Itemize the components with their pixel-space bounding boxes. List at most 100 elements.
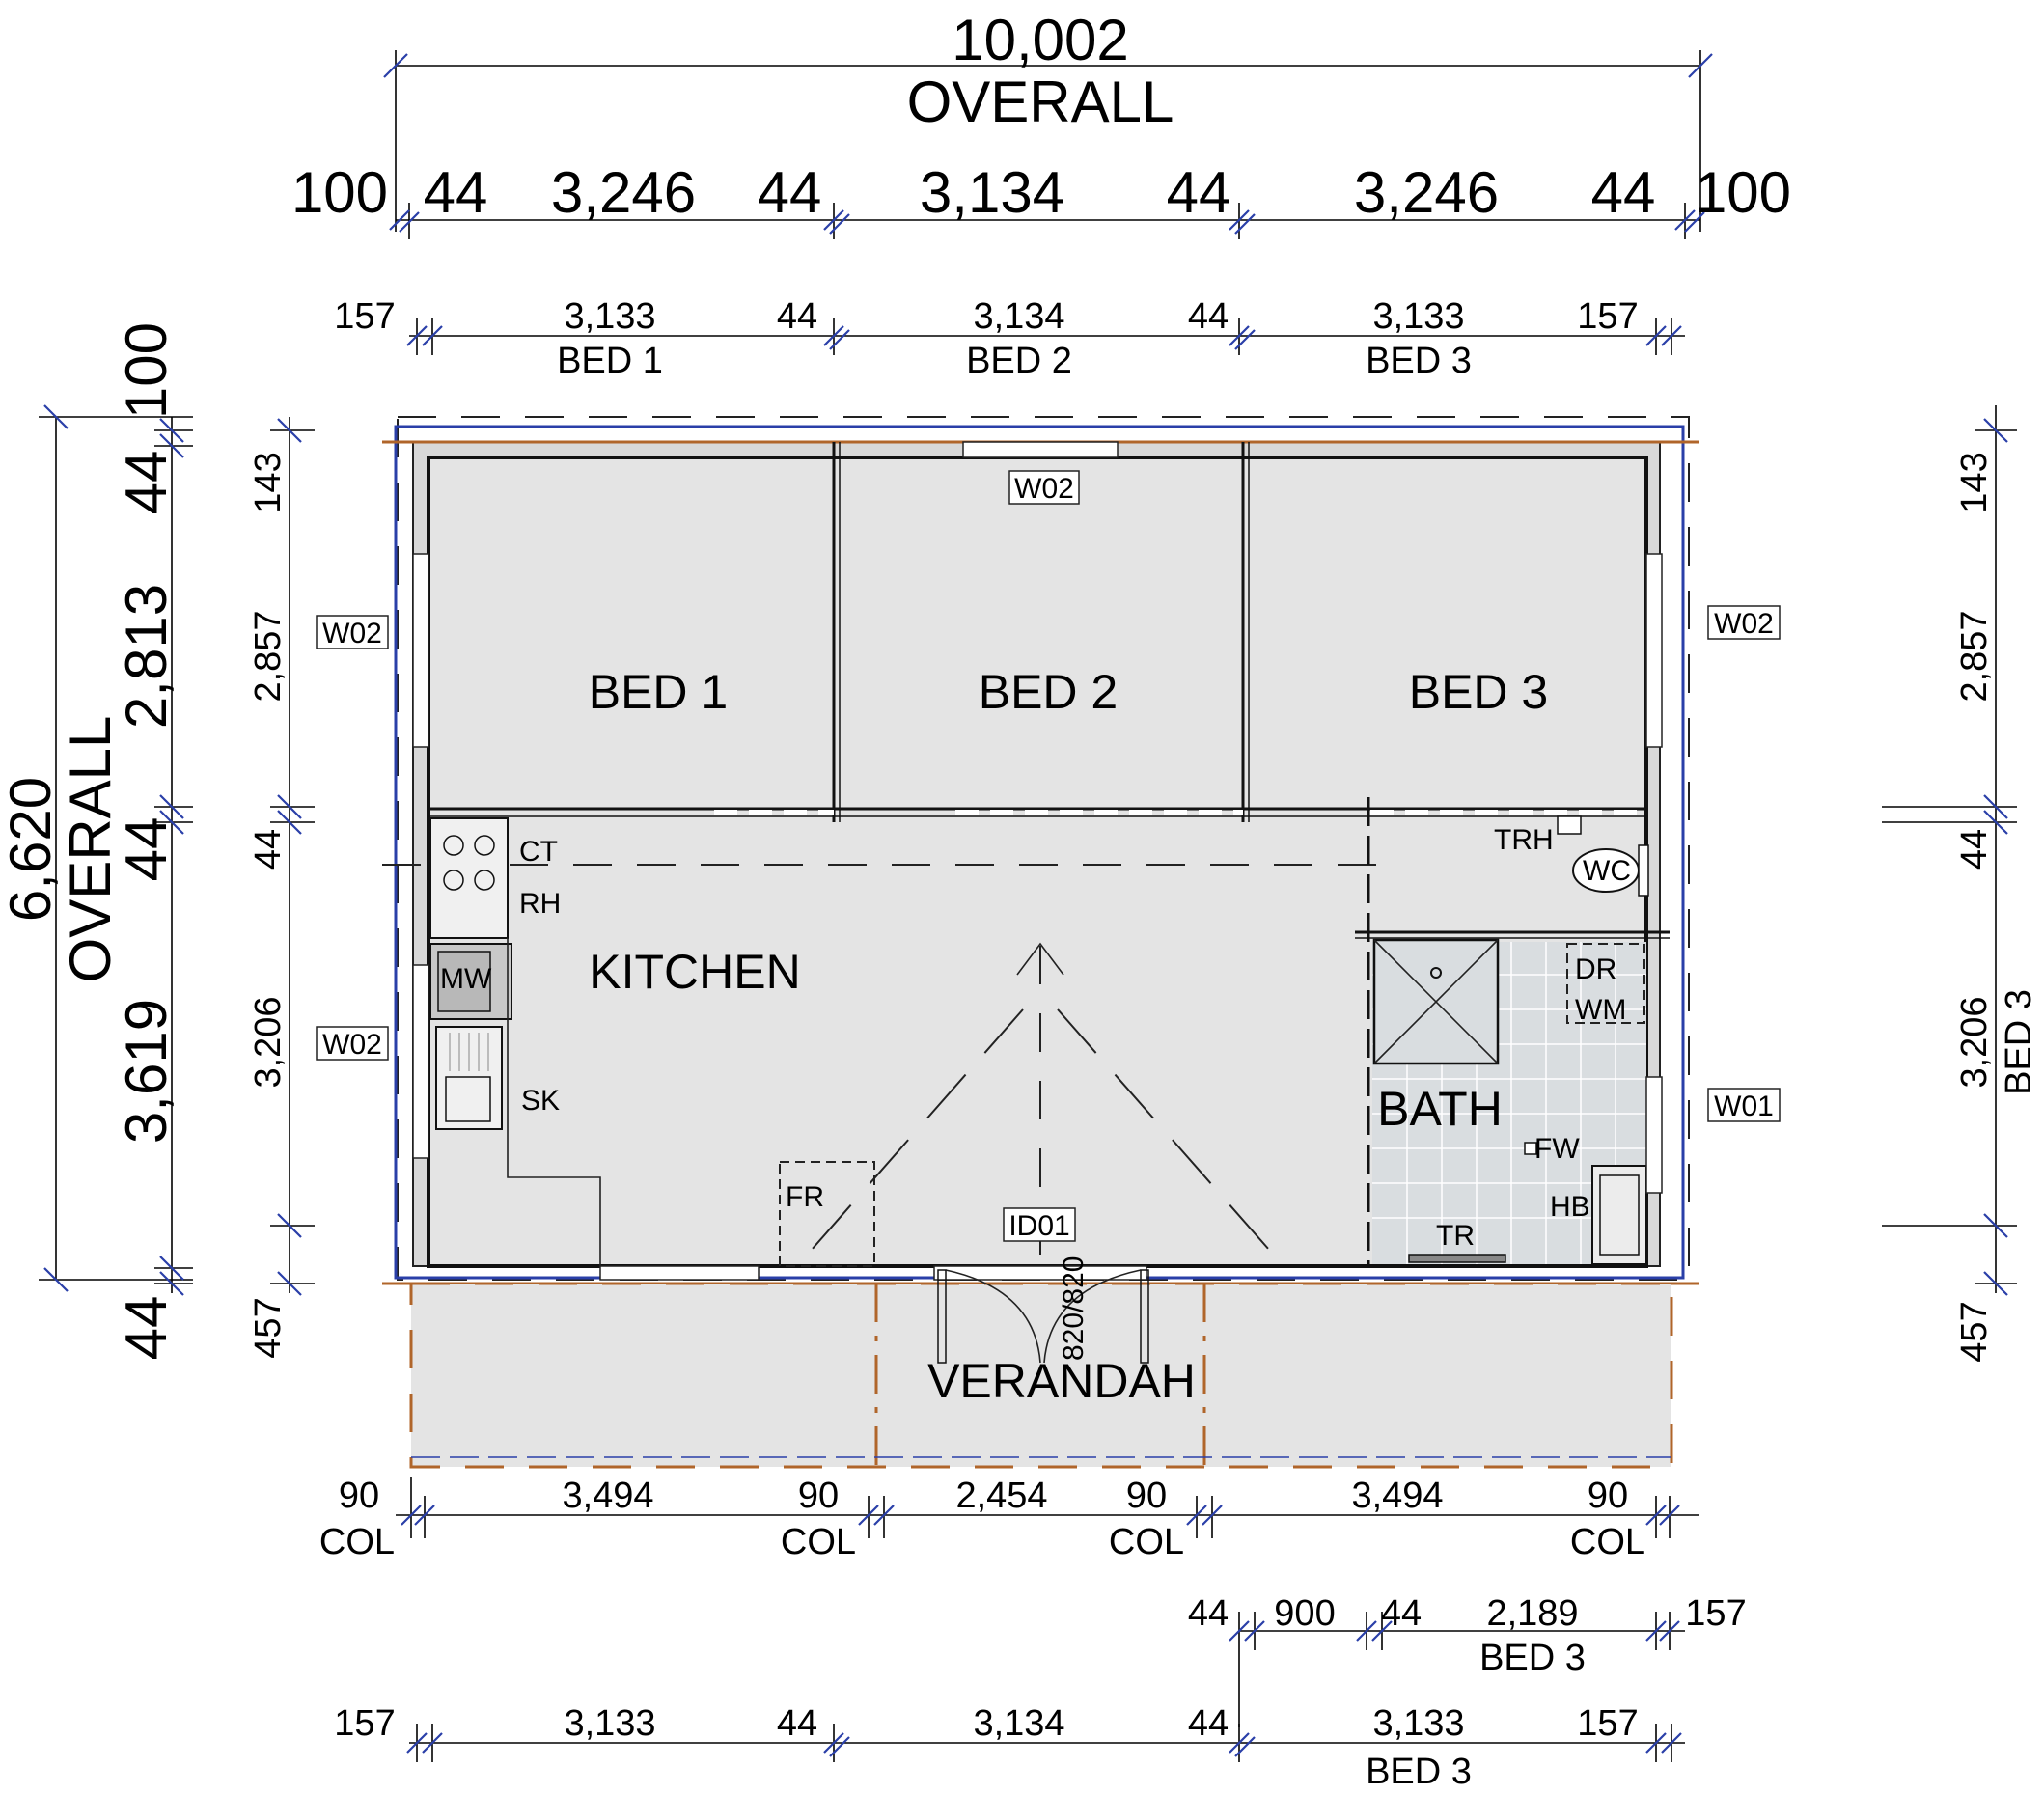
dim-bot2-44-b: 44 xyxy=(1188,1703,1229,1744)
room-label-bed1: BED 1 xyxy=(589,665,729,719)
dim-right-143: 143 xyxy=(1954,452,1995,512)
fixture-label-fr: FR xyxy=(786,1181,824,1213)
left-outer-dimensions: 100 44 2,813 44 3,619 44 xyxy=(114,322,193,1360)
dim-top-3246-a: 3,246 xyxy=(551,160,696,225)
dim-bot2-3133-a: 3,133 xyxy=(564,1703,655,1744)
col-label-c: COL xyxy=(1109,1522,1184,1562)
dim-col-90-a: 90 xyxy=(339,1476,379,1516)
dim-bot2-3133-b: 3,133 xyxy=(1372,1703,1464,1744)
svg-text:W02: W02 xyxy=(322,618,382,649)
left-inner-dimensions: 143 2,857 44 3,206 457 xyxy=(248,417,315,1359)
dim-top2-3133-b: 3,133 xyxy=(1372,296,1464,337)
window-tag-top: W02 xyxy=(1008,470,1080,505)
dim-bot1-900: 900 xyxy=(1274,1593,1335,1634)
svg-text:W02: W02 xyxy=(322,1029,382,1061)
dim-right-2857: 2,857 xyxy=(1954,610,1995,702)
building xyxy=(382,416,1699,1285)
dim-left-100: 100 xyxy=(114,322,179,419)
svg-text:ID01: ID01 xyxy=(1008,1210,1069,1242)
top-dimension-row-1: 100 44 3,246 44 3,134 44 3,246 44 100 xyxy=(291,160,1791,239)
dim-right-457: 457 xyxy=(1954,1301,1995,1362)
dim-bot2-label: BED 3 xyxy=(1366,1752,1472,1792)
dim-left-44-a: 44 xyxy=(114,451,179,515)
dim-col-2454: 2,454 xyxy=(955,1476,1047,1516)
dim-top2-3134: 3,134 xyxy=(973,296,1064,337)
fixture-label-mw: MW xyxy=(440,963,492,995)
dim-left-inner-2857: 2,857 xyxy=(248,610,289,702)
room-label-kitchen: KITCHEN xyxy=(589,945,800,999)
fixture-label-trh: TRH xyxy=(1494,824,1554,856)
fixture-label-hb: HB xyxy=(1550,1191,1590,1223)
dim-top2-44-b: 44 xyxy=(1188,296,1229,337)
dim-top2-label-bed3: BED 3 xyxy=(1366,341,1472,381)
dim-top-3246-b: 3,246 xyxy=(1354,160,1499,225)
fixture-label-tr: TR xyxy=(1436,1220,1475,1252)
window-tag-left-top: W02 xyxy=(316,615,389,649)
dim-top-3134: 3,134 xyxy=(920,160,1064,225)
fixture-label-fw: FW xyxy=(1534,1133,1580,1165)
dim-bot1-44-a: 44 xyxy=(1188,1593,1229,1634)
dim-left-inner-3206: 3,206 xyxy=(248,996,289,1088)
dim-top2-label-bed2: BED 2 xyxy=(966,341,1072,381)
dim-col-3494-a: 3,494 xyxy=(562,1476,653,1516)
dim-left-inner-457: 457 xyxy=(248,1297,289,1358)
svg-text:W02: W02 xyxy=(1014,473,1074,505)
dim-top2-157-right: 157 xyxy=(1577,296,1638,337)
door-tag: ID01 xyxy=(1003,1207,1076,1242)
svg-text:W02: W02 xyxy=(1714,608,1774,640)
window-tag-right-top: W02 xyxy=(1707,605,1781,640)
dim-bot1-2189: 2,189 xyxy=(1486,1593,1578,1634)
dim-top-100-right: 100 xyxy=(1695,160,1791,225)
dim-right-44: 44 xyxy=(1954,829,1995,870)
fixture-label-dr: DR xyxy=(1575,953,1616,985)
column-dimensions: 90 3,494 90 2,454 90 3,494 90 COL COL CO… xyxy=(319,1476,1699,1562)
dim-col-90-c: 90 xyxy=(1126,1476,1167,1516)
dim-top-44-c: 44 xyxy=(1167,160,1231,225)
right-dimensions: 143 2,857 44 3,206 BED 3 457 xyxy=(1882,405,2039,1363)
dim-col-3494-b: 3,494 xyxy=(1351,1476,1443,1516)
top-dimension-row-2: 157 3,133 44 3,134 44 3,133 157 BED 1 BE… xyxy=(334,296,1685,381)
dim-left-3619: 3,619 xyxy=(114,999,179,1144)
dim-top-100-left: 100 xyxy=(291,160,388,225)
dim-left-44-c: 44 xyxy=(114,1296,179,1361)
room-label-bath: BATH xyxy=(1377,1082,1503,1136)
dim-top-44-d: 44 xyxy=(1591,160,1656,225)
overall-width-dimension: 10,002 OVERALL xyxy=(383,8,1713,232)
dim-left-inner-143: 143 xyxy=(248,452,289,512)
col-label-a: COL xyxy=(319,1522,395,1562)
room-label-verandah: VERANDAH xyxy=(927,1354,1196,1408)
dim-col-90-b: 90 xyxy=(798,1476,839,1516)
dim-top2-label-bed1: BED 1 xyxy=(557,341,663,381)
room-label-bed3: BED 3 xyxy=(1409,665,1549,719)
overall-width-value: 10,002 xyxy=(952,8,1129,72)
window-tag-left-bottom: W02 xyxy=(316,1026,389,1061)
bottom-dimension-row-2: 157 3,133 44 3,134 44 3,133 157 BED 3 xyxy=(334,1703,1685,1792)
dim-right-bed3-label: BED 3 xyxy=(1999,989,2039,1095)
overall-depth-dimension: 6,620 OVERALL xyxy=(0,404,193,1292)
col-label-d: COL xyxy=(1570,1522,1645,1562)
fixture-label-wm: WM xyxy=(1575,994,1626,1026)
dim-top-44-b: 44 xyxy=(758,160,822,225)
dim-bot2-3134: 3,134 xyxy=(973,1703,1064,1744)
fixture-label-ct: CT xyxy=(519,836,558,868)
dim-right-3206: 3,206 xyxy=(1954,996,1995,1088)
dim-bot1-157: 157 xyxy=(1685,1593,1746,1634)
dim-bot2-44-a: 44 xyxy=(777,1703,817,1744)
room-label-bed2: BED 2 xyxy=(979,665,1119,719)
dim-left-2813: 2,813 xyxy=(114,584,179,729)
fixture-label-wc: WC xyxy=(1583,855,1631,887)
dim-left-44-b: 44 xyxy=(114,817,179,882)
dim-col-90-d: 90 xyxy=(1588,1476,1628,1516)
dim-left-inner-44: 44 xyxy=(248,829,289,870)
dim-bot1-44-b: 44 xyxy=(1381,1593,1422,1634)
verandah xyxy=(409,1269,1673,1469)
dim-bot1-label: BED 3 xyxy=(1479,1638,1586,1678)
svg-text:W01: W01 xyxy=(1714,1091,1774,1122)
dim-top2-3133-a: 3,133 xyxy=(564,296,655,337)
door-size-label: 820/820 xyxy=(1058,1256,1090,1361)
col-label-b: COL xyxy=(781,1522,856,1562)
fixture-label-sk: SK xyxy=(521,1085,560,1117)
dim-top2-44-a: 44 xyxy=(777,296,817,337)
fixture-label-rh: RH xyxy=(519,888,561,920)
